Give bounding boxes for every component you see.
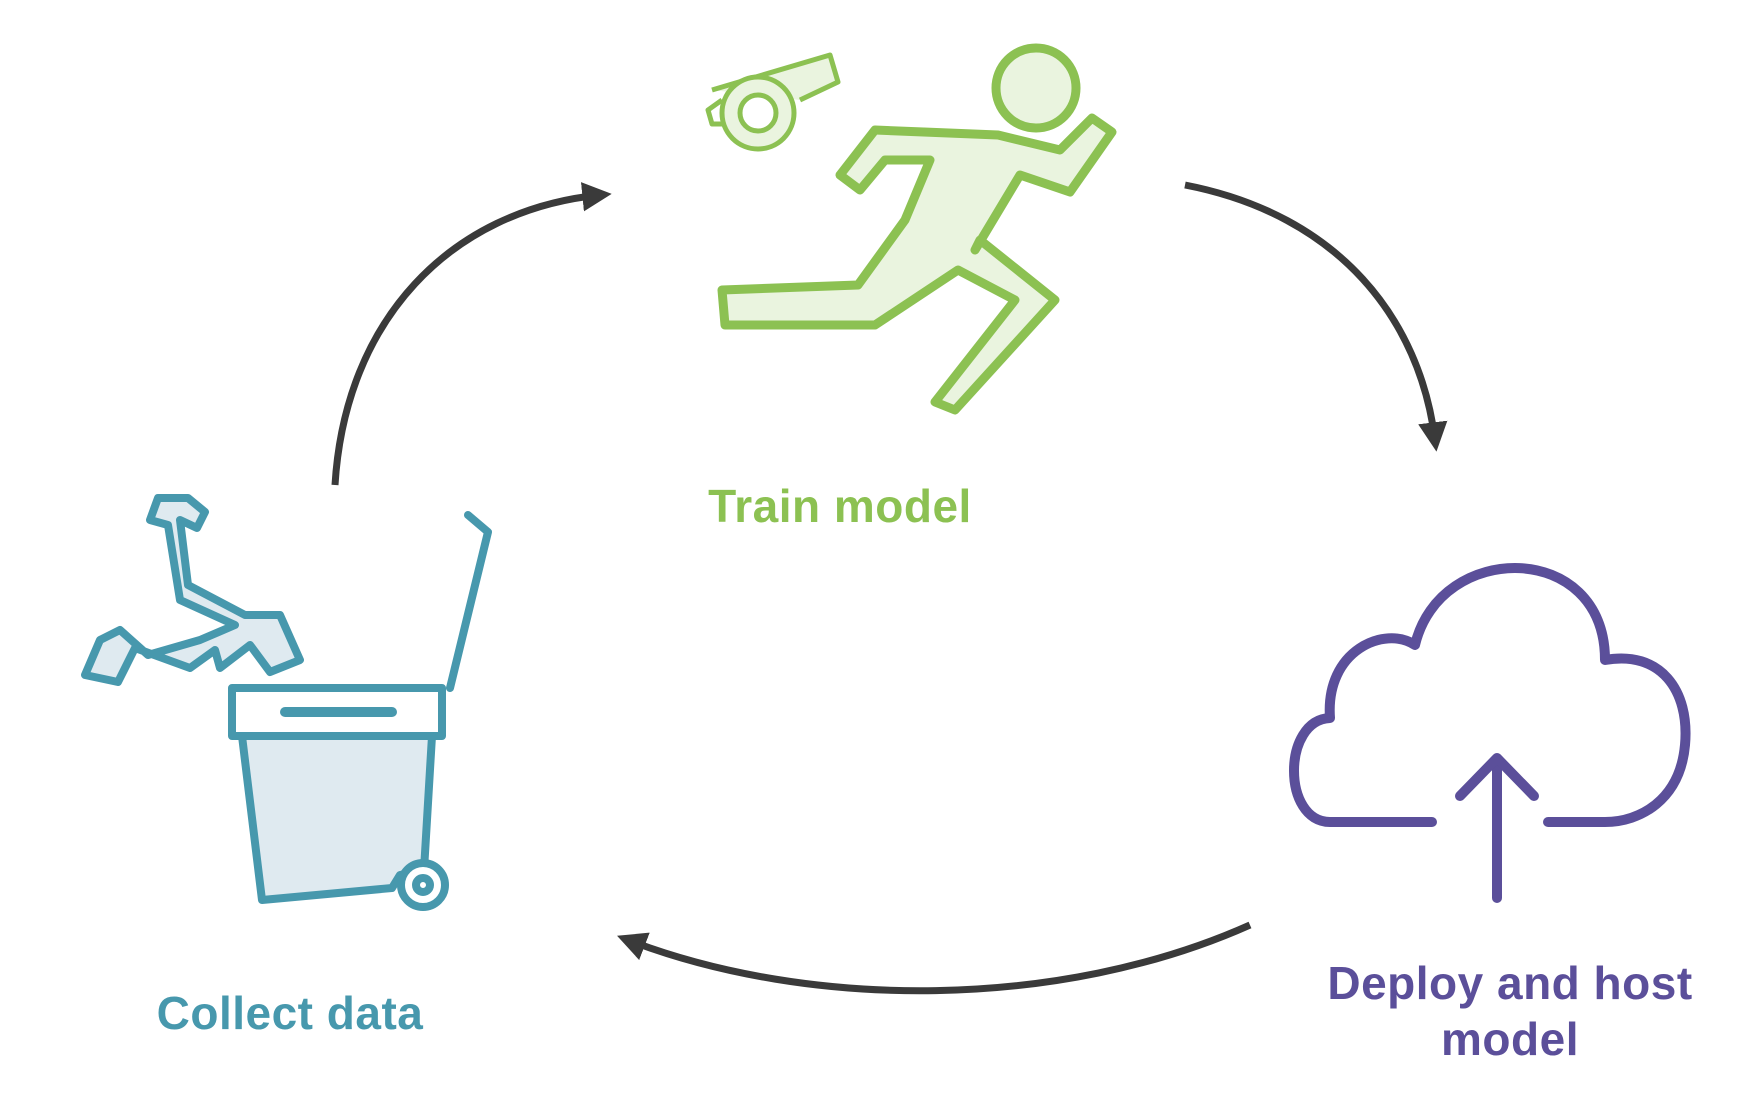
cloud-upload-icon xyxy=(1289,563,1691,903)
arrow-collect-to-train xyxy=(331,182,612,486)
deploy-label-line-1: Deploy and host xyxy=(1327,957,1693,1009)
running-person-icon xyxy=(717,43,1117,415)
deploy-label-line-2: model xyxy=(1441,1013,1579,1065)
deploy-and-host-model-label: Deploy and host model xyxy=(1230,955,1756,1067)
arrow-train-to-deploy xyxy=(1184,181,1448,452)
whistle-icon xyxy=(705,52,841,152)
arrow-deploy-to-collect xyxy=(617,921,1252,995)
person-in-trash-bin-icon xyxy=(81,494,492,911)
train-model-label: Train model xyxy=(708,480,972,532)
collect-data-label: Collect data xyxy=(156,987,424,1039)
